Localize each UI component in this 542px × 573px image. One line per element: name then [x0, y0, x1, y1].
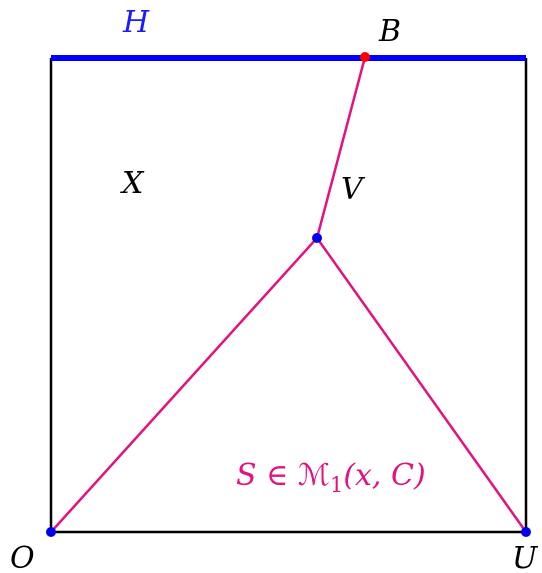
label-v: V [341, 172, 366, 207]
point-o [46, 527, 56, 537]
segment-v-u [315, 237, 528, 533]
label-s-args: (x, C) [343, 458, 425, 493]
point-b [360, 52, 370, 62]
label-s-prefix: S ∈ [236, 458, 298, 493]
segment-b-v [315, 56, 367, 239]
label-s-set: S ∈ ℳ1(x, C) [236, 458, 426, 497]
label-u: U [512, 541, 539, 573]
label-h: H [122, 5, 150, 40]
label-s-calm: ℳ [298, 458, 330, 493]
label-x: X [120, 166, 145, 201]
label-o: O [10, 541, 35, 573]
point-v [312, 233, 322, 243]
segment-v-o [50, 237, 318, 533]
label-s-sub: 1 [330, 473, 343, 497]
label-b: B [378, 14, 401, 49]
point-u [521, 527, 531, 537]
